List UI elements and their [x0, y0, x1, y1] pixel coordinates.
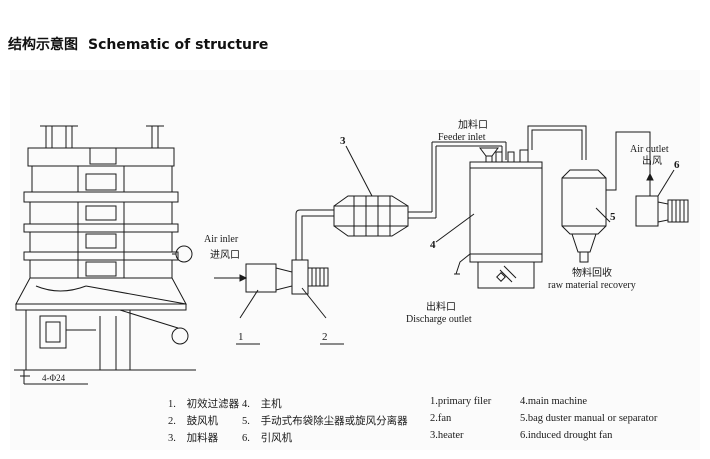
bag-duster-separator — [561, 131, 651, 263]
callout-1: 1 — [238, 331, 244, 343]
legend-en-item-5: 5.bag duster manual or separator — [520, 413, 658, 424]
legend-en-item-4: 4.main machine — [520, 396, 588, 407]
callout-5: 5 — [610, 211, 616, 223]
feeder-inlet-label-cn: 加料口 — [458, 118, 488, 131]
legend-en-item-3: 3.heater — [430, 430, 464, 441]
legend-en-item-2: 2.fan — [430, 413, 452, 424]
primary-filter-and-fan — [214, 209, 334, 295]
legend-cn-item-2: 2. 鼓风机 — [168, 416, 219, 427]
main-machine — [454, 125, 587, 289]
recovery-label-cn: 物料回收 — [572, 266, 612, 279]
air-outlet-label-en: Air outlet — [630, 144, 669, 155]
induced-draught-fan — [635, 172, 689, 227]
recovery-label-en: raw material recovery — [548, 280, 636, 291]
callout-6: 6 — [674, 159, 680, 171]
callout-leaders — [236, 145, 675, 345]
legend-cn-item-4: 4. 主机 — [242, 399, 282, 410]
callout-3: 3 — [340, 135, 346, 147]
page-title: 结构示意图 Schematic of structure — [8, 34, 268, 54]
dimension-label: 4-Φ24 — [42, 373, 66, 383]
callout-4: 4 — [430, 239, 436, 251]
air-inlet-label-cn: 进风口 — [210, 249, 240, 261]
callout-2: 2 — [322, 331, 328, 343]
legend-cn-item-3: 3. 加料器 — [168, 433, 219, 444]
feeder-inlet-label-en: Feeder inlet — [438, 132, 486, 143]
air-inlet-label-en: Air inler — [204, 234, 239, 245]
title-cn: 结构示意图 — [8, 37, 78, 53]
discharge-label-en: Discharge outlet — [406, 314, 472, 325]
legend-en-item-6: 6.induced drought fan — [520, 430, 613, 441]
fluid-bed-dryer — [14, 125, 196, 385]
legend-cn-item-1: 1. 初效过滤器 — [168, 399, 240, 410]
air-outlet-label-cn: 出风 — [642, 154, 662, 167]
legend-en-item-1: 1.primary filer — [430, 396, 492, 407]
discharge-label-cn: 出料口 — [426, 300, 456, 313]
legend-cn-item-6: 6. 引风机 — [242, 433, 293, 444]
title-en: Schematic of structure — [88, 37, 269, 53]
heater — [333, 141, 506, 237]
legend-cn-item-5: 5. 手动式布袋除尘器或旋风分离器 — [242, 416, 408, 427]
